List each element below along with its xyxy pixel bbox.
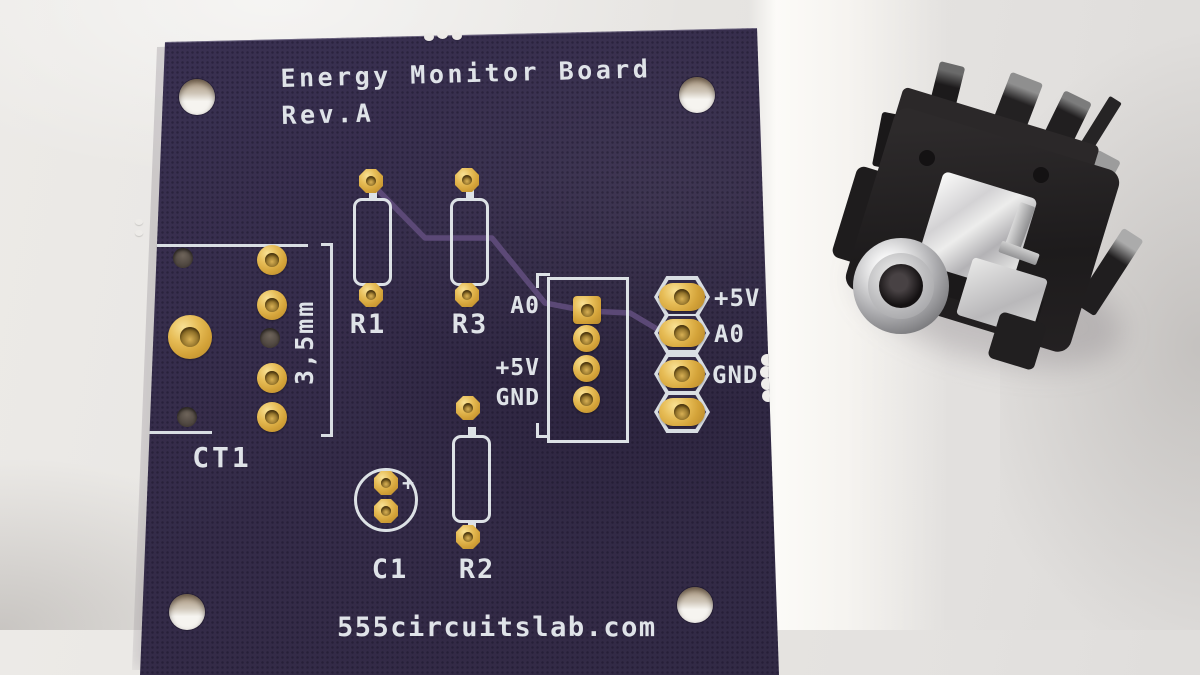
connector-outline <box>547 277 629 443</box>
connector-pin1-mark-bottom <box>536 423 550 438</box>
connector-pin1-mark <box>536 273 550 288</box>
capacitor-polarity-mark: + <box>402 471 415 495</box>
ct1-dimension-tick-bottom <box>321 434 331 437</box>
drill-hole <box>177 407 197 427</box>
mounting-hole-bottom-left <box>169 594 205 630</box>
resistor-r2-outline <box>452 427 491 531</box>
header-label-5v: +5V <box>714 284 761 312</box>
ct1-dimension-line <box>330 243 333 437</box>
resistor-r2-pad <box>456 396 480 420</box>
ct1-big-pad <box>168 315 212 359</box>
jack-body-bump <box>919 150 935 166</box>
pcb-energy-monitor-board: Energy Monitor Board Rev.A 3,5mm CT1 R1 … <box>140 28 779 675</box>
resistor-r3-outline <box>450 190 489 294</box>
audio-jack-component <box>830 55 1155 392</box>
edge-bite <box>135 219 143 225</box>
capacitor-c1-label: C1 <box>371 554 409 585</box>
ct1-silk-top-line <box>148 244 308 247</box>
resistor-r1-label: R1 <box>349 309 387 340</box>
connector-label-5v: +5V <box>495 355 540 381</box>
jack-body-bump <box>1033 167 1049 183</box>
ct1-dimension-tick-top <box>321 243 331 246</box>
resistor-r2-pad <box>456 525 480 549</box>
connector-label-gnd: GND <box>495 385 540 411</box>
mounting-hole-top-left <box>179 79 215 115</box>
ct1-dimension-label: 3,5mm <box>290 299 319 385</box>
connector-pad-square <box>573 296 601 324</box>
pcb-title: Energy Monitor Board Rev.A <box>280 50 653 134</box>
capacitor-c1-pad <box>374 499 398 523</box>
header-pad-gnd <box>659 360 705 388</box>
ct1-pad <box>257 402 287 432</box>
capacitor-c1-outline <box>354 468 418 532</box>
drill-hole <box>173 248 193 268</box>
resistor-r1-pad <box>359 169 383 193</box>
resistor-r3-pad <box>455 283 479 307</box>
ct1-label: CT1 <box>192 441 252 474</box>
connector-pad <box>573 386 600 413</box>
resistor-r2-label: R2 <box>458 554 496 585</box>
capacitor-c1-pad <box>374 471 398 495</box>
ct1-pad <box>257 245 287 275</box>
resistor-r1-pad <box>359 283 383 307</box>
connector-pad <box>573 355 600 382</box>
ct1-silk-bottom-line <box>146 431 212 434</box>
header-pad-5v <box>659 283 705 311</box>
resistor-r3-pad <box>455 168 479 192</box>
edge-bite <box>424 33 434 41</box>
connector-label-a0: A0 <box>510 293 540 319</box>
mounting-hole-top-right <box>679 77 715 113</box>
connector-pad <box>573 325 600 352</box>
footer-url: 555circuitslab.com <box>337 612 657 643</box>
edge-bite <box>135 230 143 236</box>
header-pad-a0 <box>659 319 705 347</box>
resistor-r3-label: R3 <box>451 309 489 340</box>
drill-hole <box>260 328 280 348</box>
mounting-hole-bottom-right <box>677 587 713 623</box>
header-pad-4 <box>659 398 705 426</box>
resistor-r1-outline <box>353 190 392 294</box>
header-label-gnd: GND <box>712 361 759 389</box>
ct1-pad <box>257 363 287 393</box>
edge-bite <box>437 30 448 39</box>
jack-barrel-hole <box>879 264 923 308</box>
ct1-pad <box>257 290 287 320</box>
edge-bite <box>452 32 462 40</box>
header-label-a0: A0 <box>714 320 745 348</box>
